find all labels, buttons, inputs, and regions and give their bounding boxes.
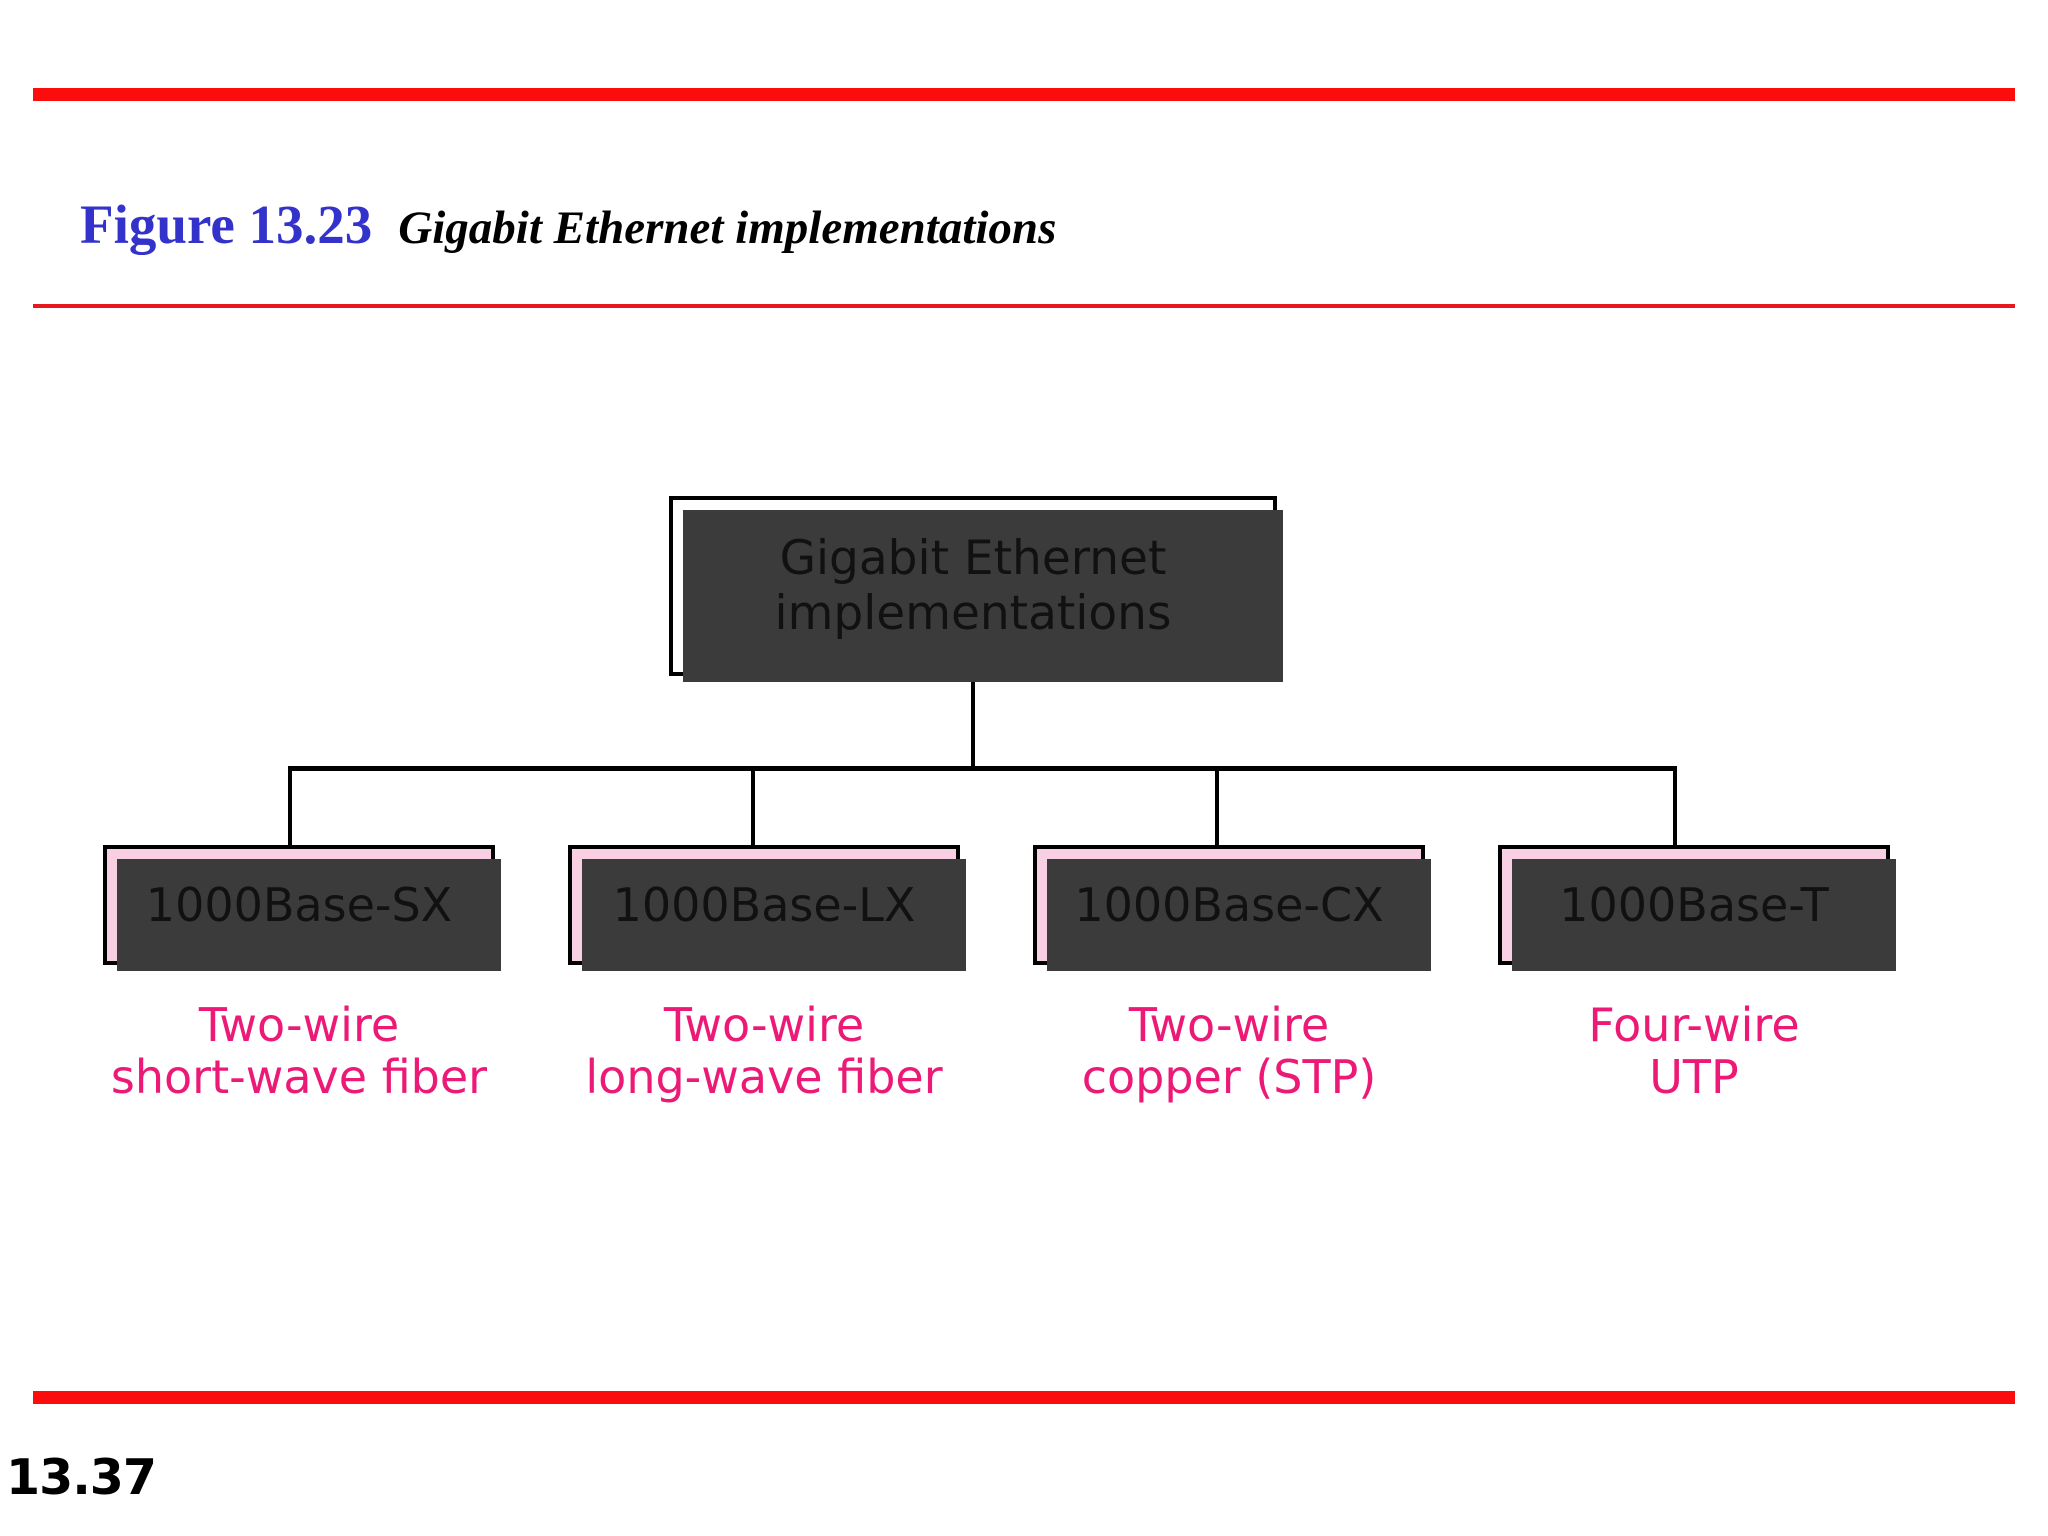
node-leaf-1000base-t: 1000Base-T (1498, 845, 1896, 971)
node-leaf-1000base-sx: 1000Base-SX (103, 845, 501, 971)
connector-drop-1 (751, 770, 755, 847)
node-leaf-1000base-lx: 1000Base-LX (568, 845, 966, 971)
figure-title: Gigabit Ethernet implementations (398, 202, 1057, 254)
connector-horizontal-bus (288, 766, 1677, 771)
connector-root-stem (971, 676, 975, 770)
connector-drop-3 (1673, 770, 1677, 847)
connector-drop-0 (288, 770, 292, 847)
bottom-red-rule (33, 1391, 2015, 1404)
connector-drop-2 (1215, 770, 1219, 847)
caption-1000base-t: Four-wire UTP (1588, 998, 1800, 1104)
top-red-rule (33, 88, 2015, 101)
figure-caption: Figure 13.23 Gigabit Ethernet implementa… (80, 193, 1056, 259)
title-underline-rule (33, 304, 2015, 308)
caption-1000base-lx: Two-wire long-wave fiber (585, 998, 943, 1104)
figure-number: Figure 13.23 (80, 194, 373, 255)
node-root-gigabit-ethernet-implementations: Gigabit Ethernet implementations (669, 496, 1283, 682)
caption-1000base-sx: Two-wire short-wave fiber (110, 998, 488, 1104)
caption-1000base-cx: Two-wire copper (STP) (1081, 998, 1377, 1104)
node-leaf-1000base-cx: 1000Base-CX (1033, 845, 1431, 971)
page-number: 13.37 (6, 1449, 157, 1506)
